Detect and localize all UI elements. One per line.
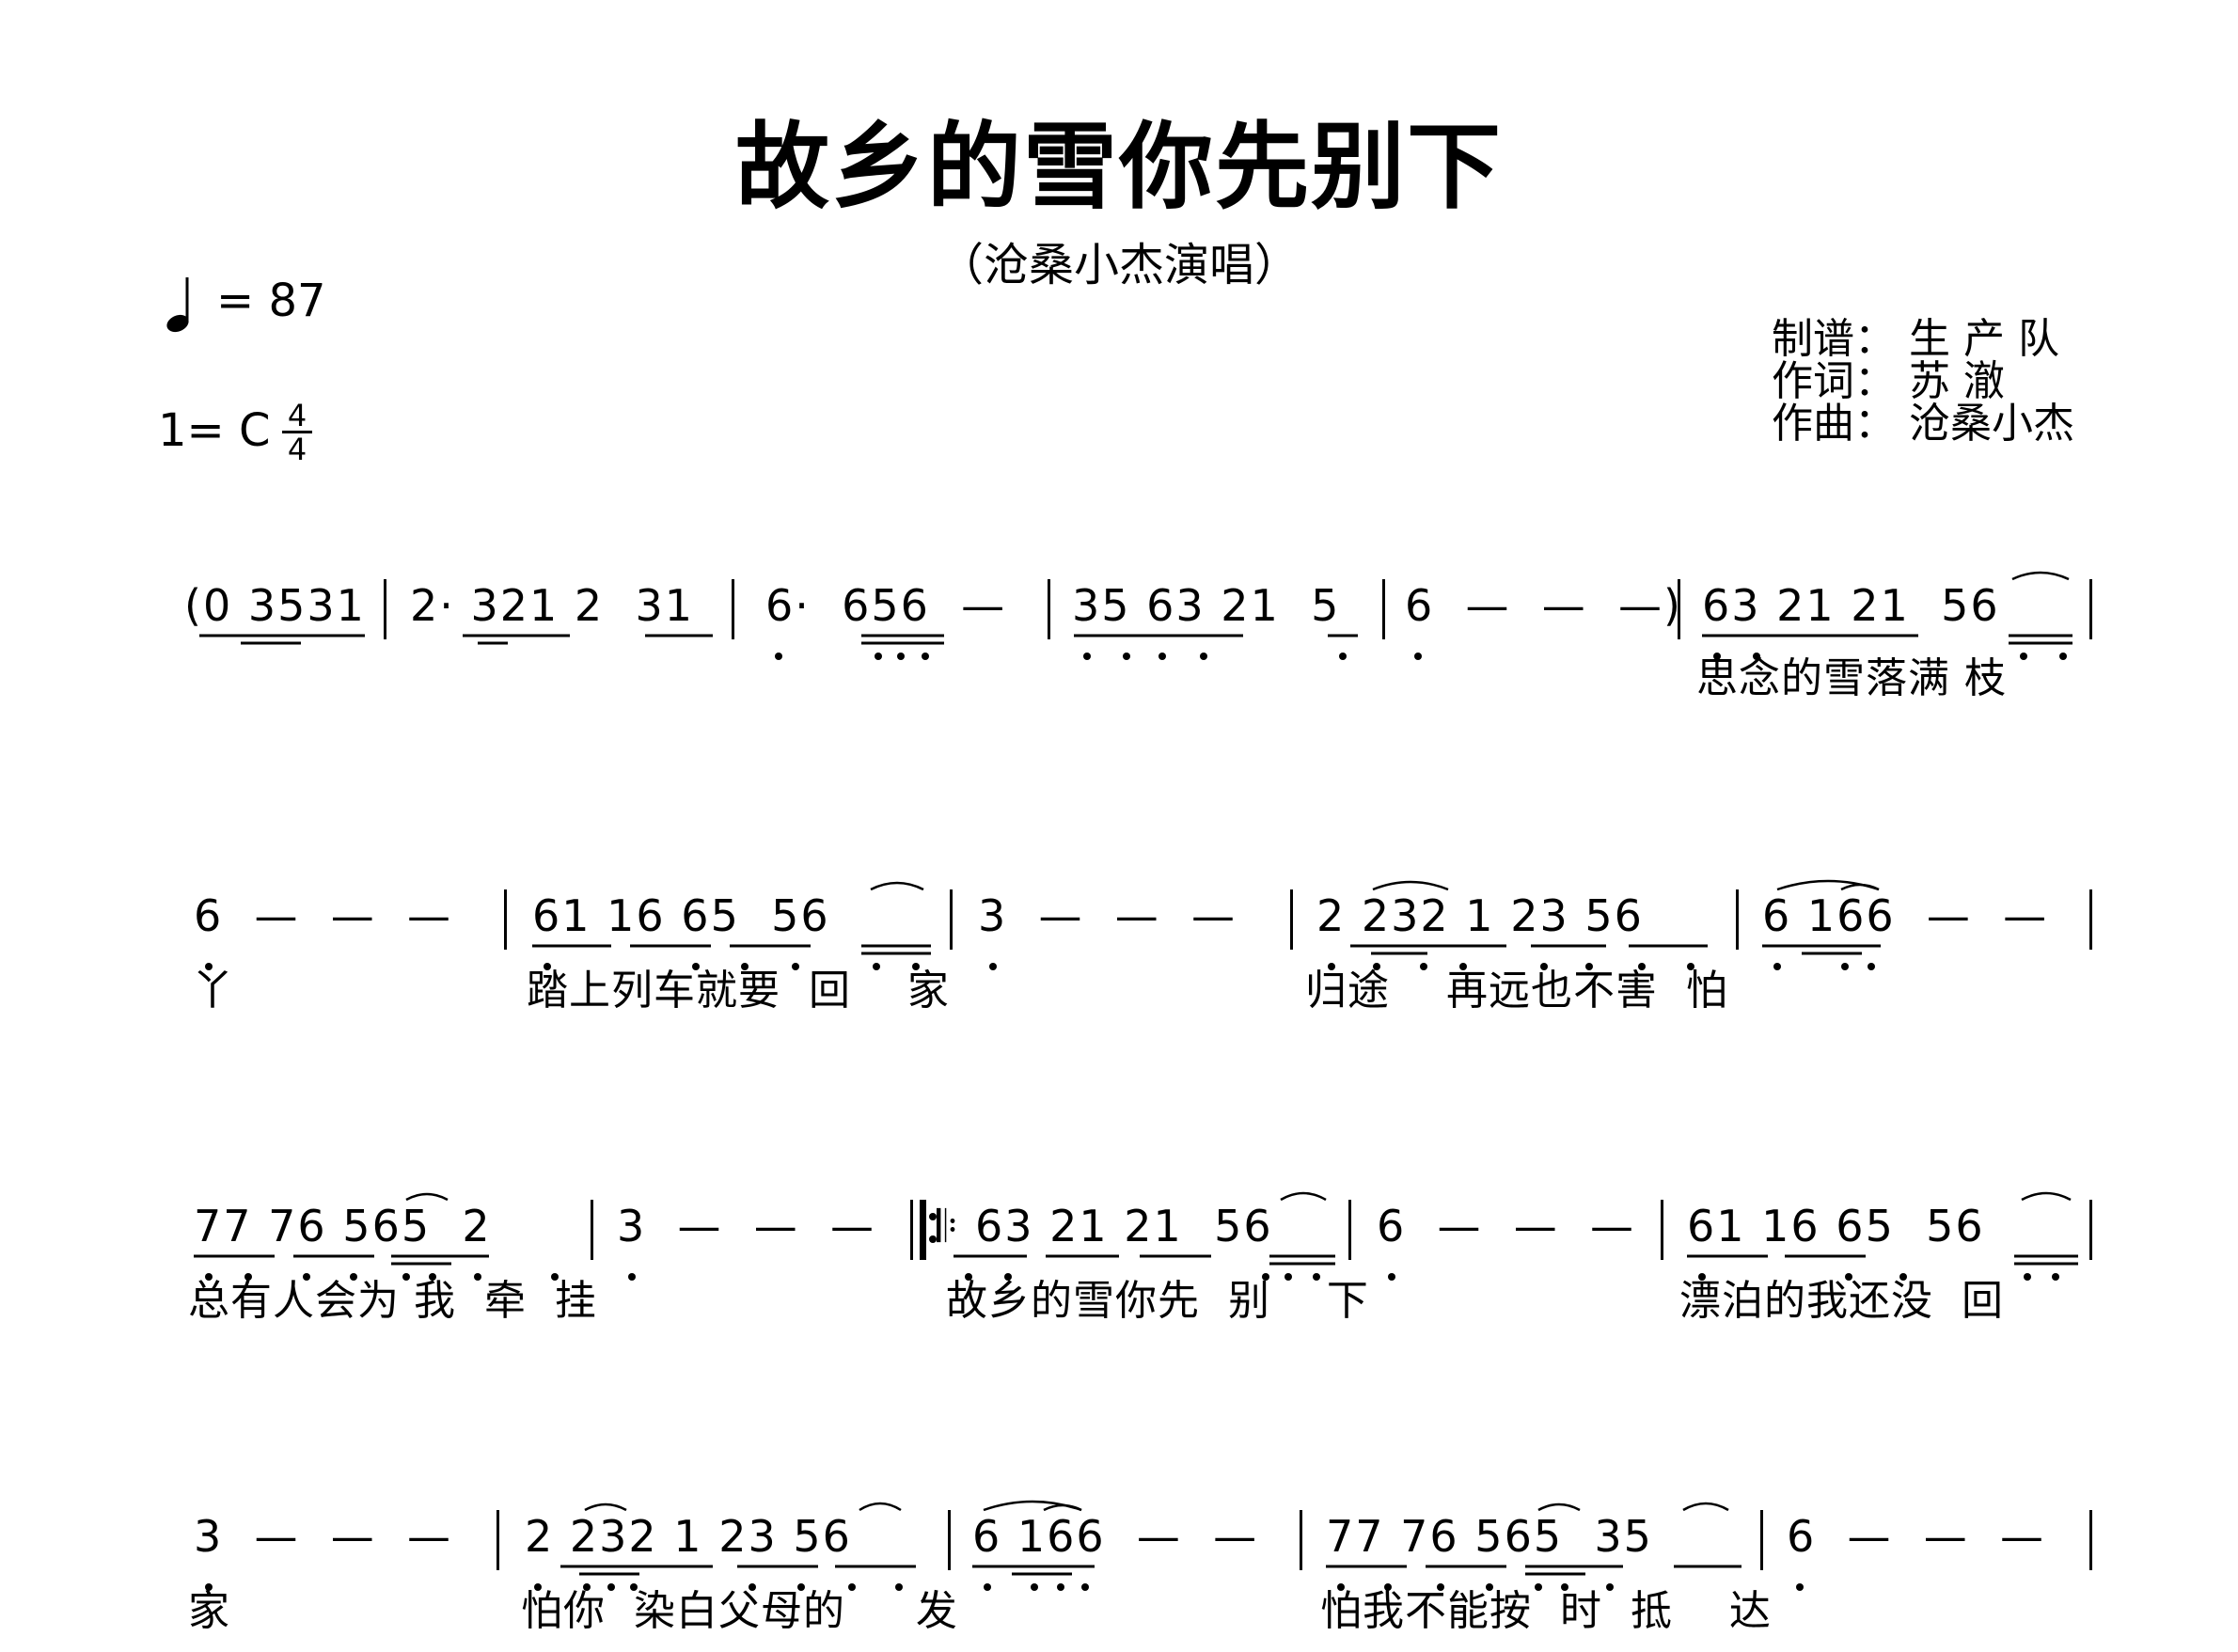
measure: 6 — — —) [1405,580,1682,631]
bar-line [910,1200,913,1260]
measure: 3 — — — [617,1201,875,1251]
bar-line [2089,579,2092,639]
underlines-and-dots [194,1191,2078,1281]
tempo-value: = 87 [216,275,326,327]
bar-line [732,579,734,639]
measure: 𝄆 63 21 21 56 [937,1201,1273,1251]
underlines-and-dots [199,571,2073,660]
credit-label: 作词： [1772,357,1896,405]
measure: 6· 656 — [765,580,1007,631]
bar-line [1290,889,1293,950]
lyric-text: 踏上列车就要 回 家 [527,967,950,1015]
measure: 2 232 1 23 56 [1316,890,1644,941]
credit-notation: 制谱： 生 产 队 [1772,318,2091,360]
measure: 6 — — — [1377,1201,1635,1251]
measure: 6 — — — [1787,1511,2045,1562]
repeat-bar-line [920,1200,926,1260]
lyric-text: 漂泊的我还没 回 [1679,1277,2004,1325]
bar-line [496,1510,499,1570]
measure: 61 16 65 56 [1687,1201,1985,1251]
lyric-text: 归途 再远也不害 怕 [1305,967,1728,1015]
measure: 3 — — — [194,1511,452,1562]
measure: 2 232 1 23 56 [525,1511,852,1562]
key-signature: 1= C 4 4 [158,393,312,468]
time-signature-top: 4 [287,398,307,433]
bar-line [948,1510,951,1570]
bar-line [384,579,386,639]
time-signature-bar [282,431,312,433]
lyrics-line-1: 思念的雪落满 枝 [0,653,2238,705]
score-system-1: (0 3531 2· 321 2 31 6· 656 — 35 63 21 5 … [0,562,2238,660]
bar-line [2089,889,2092,950]
tempo-marking: = 87 [164,271,326,333]
score-system-2: 6 — — — 61 16 65 56 3 — — — 2 232 1 23 5… [0,873,2238,970]
lyric-text: 思念的雪落满 枝 [1696,654,2007,702]
song-subtitle: （沧桑小杰演唱） [938,239,1300,291]
measure: 63 21 21 56 [1702,580,2000,631]
bar-line [1678,579,1680,639]
measure: 35 63 21 5 [1072,580,1341,631]
credit-value: 生 产 队 [1909,315,2059,363]
underlines-and-dots [205,1500,1804,1591]
lyric-text: 怕你 染白父母的 发 [521,1587,958,1635]
bar-line [1760,1510,1763,1570]
key-label: 1= C [158,404,271,457]
measure: 77 76 565 35 [1326,1511,1653,1562]
lyrics-line-2: 丫 踏上列车就要 回 家 归途 再远也不害 怕 [0,965,2238,1017]
credit-label: 作曲： [1772,400,1896,448]
bar-line [950,889,953,950]
bar-line [1736,889,1739,950]
measure: 61 16 65 56 [532,890,830,941]
lyric-text: 丫 [192,967,234,1015]
credit-lyricist: 作词： 苏 澈 [1772,360,2091,402]
bar-line [2089,1510,2092,1570]
song-title: 故乡的雪你先别下 [735,112,1503,222]
lyrics-line-4: 家 怕你 染白父母的 发 怕我不能按 时 抵 达 [0,1585,2238,1638]
measure: (0 3531 [184,580,366,631]
lyric-text: 故乡的雪你先 别 下 [946,1277,1369,1325]
time-signature-bottom: 4 [287,432,307,467]
measure: 77 76 565 2 [194,1201,492,1251]
bar-line [1300,1510,1302,1570]
bar-line [591,1200,593,1260]
credit-value: 苏 澈 [1909,357,2005,405]
credit-value: 沧桑小杰 [1909,400,2074,448]
bar-line [504,889,507,950]
lyric-text: 家 [188,1587,230,1635]
bar-line [2089,1200,2092,1260]
lyric-text: 怕我不能按 时 抵 达 [1320,1587,1772,1635]
bar-line [1661,1200,1663,1260]
measure: 3 — — — [978,890,1237,941]
credit-composer: 作曲： 沧桑小杰 [1772,402,2091,445]
credits-block: 制谱： 生 产 队 作词： 苏 澈 作曲： 沧桑小杰 [1772,318,2091,445]
lyrics-line-3: 总有人会为 我 牵 挂 故乡的雪你先 别 下 漂泊的我还没 回 [0,1275,2238,1328]
measure: 2· 321 2 31 [410,580,694,631]
measure: 6 166 — — [1762,890,2049,941]
lyric-text: 总有人会为 我 牵 挂 [188,1277,597,1325]
credit-label: 制谱： [1772,315,1896,363]
measure: 6 166 — — [972,1511,1259,1562]
quarter-note-icon [166,277,189,333]
underlines-and-dots [205,879,1881,970]
score-system-3: 77 76 565 2 3 — — — 𝄆 63 21 21 56 6 — — … [0,1183,2238,1281]
score-system-4: 3 — — — 2 232 1 23 56 6 166 — — 77 76 56… [0,1493,2238,1591]
bar-line [1048,579,1050,639]
bar-line [1348,1200,1351,1260]
measure: 6 — — — [194,890,452,941]
bar-line [1382,579,1385,639]
